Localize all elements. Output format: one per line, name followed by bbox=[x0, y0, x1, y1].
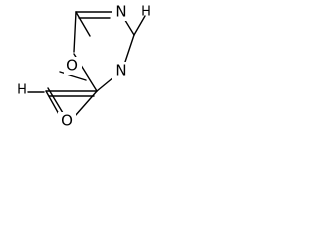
atom-n5: N bbox=[115, 62, 126, 80]
atom-n3: N bbox=[115, 3, 126, 21]
atom-h-left: H bbox=[17, 83, 27, 98]
bond-n1-c8a bbox=[96, 76, 115, 92]
bond-c4-o1 bbox=[73, 11, 77, 53]
atom-h-top-right: H bbox=[141, 5, 151, 20]
bond-c2-h bbox=[133, 15, 146, 36]
bond-c4a-c4 bbox=[75, 11, 91, 37]
bond-c8a-oe bbox=[74, 90, 98, 117]
bond-c7-oe bbox=[45, 90, 61, 117]
label-mask-n3 bbox=[112, 3, 130, 21]
label-mask-o1 bbox=[64, 57, 82, 75]
atom-labels: O N N O H H bbox=[17, 3, 151, 130]
label-mask-n5 bbox=[112, 62, 130, 80]
molecule-drawing: O N N O H H bbox=[17, 3, 151, 130]
bond-c2-n1 bbox=[124, 34, 135, 63]
label-mask-oe bbox=[58, 112, 76, 130]
structure-diagram: O N N O H H bbox=[0, 0, 160, 140]
atom-o-epoxide: O bbox=[61, 112, 73, 130]
atom-o1: O bbox=[66, 57, 78, 75]
